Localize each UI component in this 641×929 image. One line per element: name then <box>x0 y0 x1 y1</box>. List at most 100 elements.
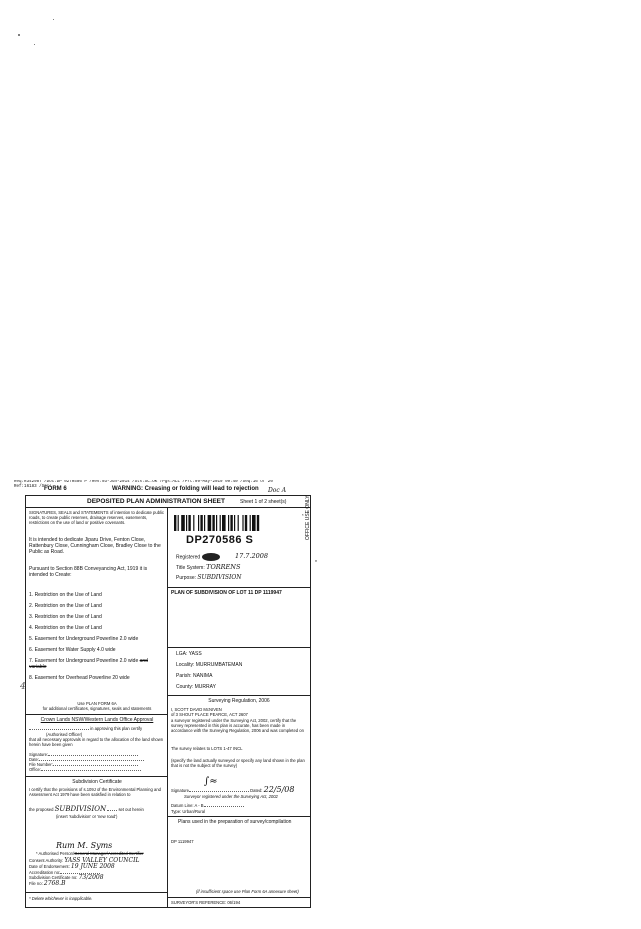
item-7-struck: and variable <box>29 658 148 670</box>
margin-mark: 4 <box>20 682 26 692</box>
barcode-bar <box>222 515 226 531</box>
subdiv-title: Subdivision Certificate <box>72 779 122 785</box>
plan-number: DP270586 S <box>186 534 254 546</box>
registry-stamp-icon <box>201 553 220 561</box>
left-divider-3 <box>26 892 167 893</box>
pursuant-statement: Pursuant to Section 88B Conveyancing Act… <box>29 566 148 578</box>
authorised-signature: Rum M. Syms <box>56 841 113 850</box>
item-8: 8. Easement for Overhead Powerline 20 wi… <box>29 675 130 681</box>
purpose: Purpose: SUBDIVISION <box>176 574 242 582</box>
authorised-person: * Authorised Person/General Manager/Accr… <box>36 851 144 856</box>
crown-officer: (Authorised Officer) <box>46 732 83 737</box>
sheet-suffix: sheet(s) <box>268 499 287 505</box>
item-1: 1. Restriction on the Use of Land <box>29 592 102 598</box>
subdiv-text: I certify that the provisions of s.109J … <box>29 787 161 797</box>
scan-speck <box>53 19 54 20</box>
crown-title: Crown Lands NSW/Western Lands Office App… <box>40 717 154 723</box>
right-divider-5 <box>167 897 310 898</box>
dedicate-statement: It is intended to dedicate Jiparu Drive,… <box>29 537 161 555</box>
item-5: 5. Easement for Underground Powerline 2.… <box>29 636 139 642</box>
accreditation-no: Accreditation no: <box>29 870 101 875</box>
specify-note: (specify the land actually surveyed or s… <box>171 758 305 768</box>
plans-used-title: Plans used in the preparation of survey/… <box>178 819 292 825</box>
surveyor-address: of 3 SHOUT PLACE PEARCE, ACT 2607 <box>171 712 248 717</box>
admin-sheet: DEPOSITED PLAN ADMINISTRATION SHEET Shee… <box>25 495 311 908</box>
barcode-bar <box>252 515 256 531</box>
scan-speck <box>34 44 35 45</box>
sheet-title: DEPOSITED PLAN ADMINISTRATION SHEET <box>87 498 225 505</box>
office-use-star: * <box>315 560 317 566</box>
survey-reg-title: Surveying Regulation, 2006 <box>208 698 270 704</box>
registry-line: Req:R342987 /Doc:DP 0270586 P /Rev:03-Ju… <box>14 480 273 484</box>
barcode-bar <box>200 515 203 531</box>
barcode-bar <box>219 515 221 531</box>
right-divider-4 <box>167 816 310 817</box>
registered-line: Registered 17.7.2008 <box>176 552 269 561</box>
barcode-bar <box>230 515 233 531</box>
registry-ref-line: Ref:16183 /Src: <box>14 485 52 489</box>
warning-banner: WARNING: Creasing or folding will lead t… <box>112 486 259 492</box>
surveyor-reg-note: Surveyor registered under the Surveying … <box>184 794 278 799</box>
county: County: MURRAY <box>176 684 216 690</box>
surveyor-signature: Signature Dated: 22/5/08 <box>171 785 295 794</box>
barcode-bar <box>186 515 188 531</box>
left-divider-2 <box>26 776 167 777</box>
endorsement-date: Date of Endorsement: 19 JUNE 2008 <box>29 863 115 870</box>
crown-text: that all necessary approvals in regard t… <box>29 737 164 747</box>
crown-date-field: Date: <box>29 757 145 762</box>
locality: Locality: MURRUMBATEMAN <box>176 662 243 668</box>
sheet-number: Sheet 1 of 2 sheet(s) <box>240 499 286 505</box>
sheet-total: 2 <box>264 499 267 505</box>
datum-type: Type: Urban/Rural <box>171 809 205 814</box>
proposed-line: the proposed SUBDIVISION set out herein <box>29 805 144 813</box>
barcode-bar <box>181 515 185 531</box>
barcode-bar <box>207 515 212 531</box>
right-star: * <box>302 513 304 518</box>
barcode-bar <box>174 515 177 531</box>
right-divider-3 <box>167 695 310 696</box>
proposed-value: SUBDIVISION <box>54 805 107 813</box>
plans-used-item: DP 1119947 <box>171 839 194 844</box>
office-use-label: OFFICE USE ONLY <box>305 495 311 540</box>
barcode-bar <box>212 515 215 531</box>
item-3: 3. Restriction on the Use of Land <box>29 614 102 620</box>
sheet-no: 1 <box>254 499 258 505</box>
barcode-bar <box>242 515 244 531</box>
footnote: * Delete whichever is inapplicable. <box>29 896 93 901</box>
barcode-bar <box>237 515 239 531</box>
barcode-bar <box>198 515 200 531</box>
scan-speck <box>18 34 20 36</box>
barcode-bar <box>216 515 218 531</box>
crown-signature-field: Signature: <box>29 752 139 757</box>
registered-date: 17.7.2008 <box>234 552 269 561</box>
insufficient-note: (if insufficient space use Plan Form 6A … <box>196 889 299 894</box>
item-2: 2. Restriction on the Use of Land <box>29 603 102 609</box>
certificate-no: Subdivision Certificate no: 73/2008 <box>29 874 104 881</box>
column-divider <box>167 507 168 907</box>
insert-note: (insert 'subdivision' or 'new road') <box>56 814 118 819</box>
survey-relates: The survey relates to LOTS 1-47 INCL <box>171 746 243 751</box>
item-7: 7. Easement for Underground Powerline 2.… <box>29 658 148 670</box>
sheet-of: of <box>258 499 263 505</box>
barcode-bar <box>193 515 195 531</box>
right-divider-2 <box>167 647 310 648</box>
barcode-bar <box>256 515 260 531</box>
barcode-bar <box>234 515 236 531</box>
title-system: Title System: TORRENS <box>176 563 241 571</box>
signatures-statement: SIGNATURES, SEALS and STATEMENTS of inte… <box>29 510 164 525</box>
barcode-bar <box>228 515 230 531</box>
surveyor-statement: a surveyor registered under the Surveyin… <box>171 718 304 733</box>
barcode-bar <box>188 515 191 531</box>
parish: Parish: NANIMA <box>176 673 213 679</box>
crown-certify-line: in approving this plan certify <box>29 726 165 731</box>
doc-mark: Doc A <box>268 487 287 494</box>
title-divider <box>26 507 310 508</box>
item-4: 4. Restriction on the Use of Land <box>29 625 102 631</box>
surveyor-reference: SURVEYOR'S REFERENCE: 06/194 <box>171 900 241 905</box>
surveyor-name: I, SCOTT DAVID McNIVEN <box>171 707 222 712</box>
lga: LGA: YASS <box>176 651 202 657</box>
sheet-label: Sheet <box>240 499 254 505</box>
crown-office-field: Office: <box>29 767 142 772</box>
file-no: File no: 2768.B <box>29 880 66 887</box>
item-6: 6. Easement for Water Supply 4.0 wide <box>29 647 116 653</box>
